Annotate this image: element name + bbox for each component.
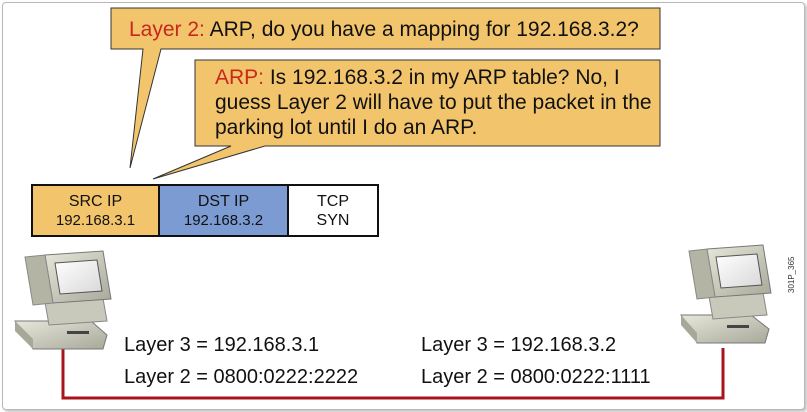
src-ip-title: SRC IP: [68, 192, 123, 210]
dst-ip-title: DST IP: [197, 192, 250, 210]
arp-callout-bubble: [152, 59, 661, 180]
right-host-addresses: Layer 3 = 192.168.3.2 Layer 2 = 0800:022…: [421, 329, 651, 393]
dst-ip-field: DST IP 192.168.3.2: [160, 186, 289, 235]
right-layer3-address: Layer 3 = 192.168.3.2: [421, 334, 617, 356]
left-layer3-address: Layer 3 = 192.168.3.1: [124, 334, 320, 356]
arp-speaker: ARP:: [215, 66, 265, 89]
left-host-addresses: Layer 3 = 192.168.3.1 Layer 2 = 0800:022…: [124, 329, 358, 393]
left-layer2-address: Layer 2 = 0800:0222:2222: [124, 366, 359, 388]
layer2-callout-text: Layer 2: ARP, do you have a mapping for …: [129, 17, 639, 42]
layer2-message: ARP, do you have a mapping for 192.168.3…: [204, 18, 639, 41]
figure-code: 301P_365: [787, 256, 796, 293]
network-link: [61, 348, 725, 400]
left-computer-icon: [14, 250, 112, 350]
diagram-graphics: [14, 7, 772, 400]
arp-message: Is 192.168.3.2 in my ARP table? No, I gu…: [215, 66, 652, 139]
src-ip-field: SRC IP 192.168.3.1: [33, 186, 160, 235]
dst-ip-value: 192.168.3.2: [183, 211, 264, 229]
arp-callout-text: ARP: Is 192.168.3.2 in my ARP table? No,…: [215, 65, 655, 140]
tcp-flag: SYN: [316, 211, 350, 229]
tcp-title: TCP: [317, 192, 349, 210]
packet-header: SRC IP 192.168.3.1 DST IP 192.168.3.2 TC…: [31, 184, 379, 237]
right-layer2-address: Layer 2 = 0800:0222:1111: [421, 366, 651, 388]
tcp-field: TCP SYN: [289, 186, 377, 235]
layer2-speaker: Layer 2:: [129, 18, 205, 41]
right-computer-icon: [680, 244, 772, 344]
src-ip-value: 192.168.3.1: [55, 211, 136, 229]
layer2-callout-bubble: [110, 7, 661, 169]
